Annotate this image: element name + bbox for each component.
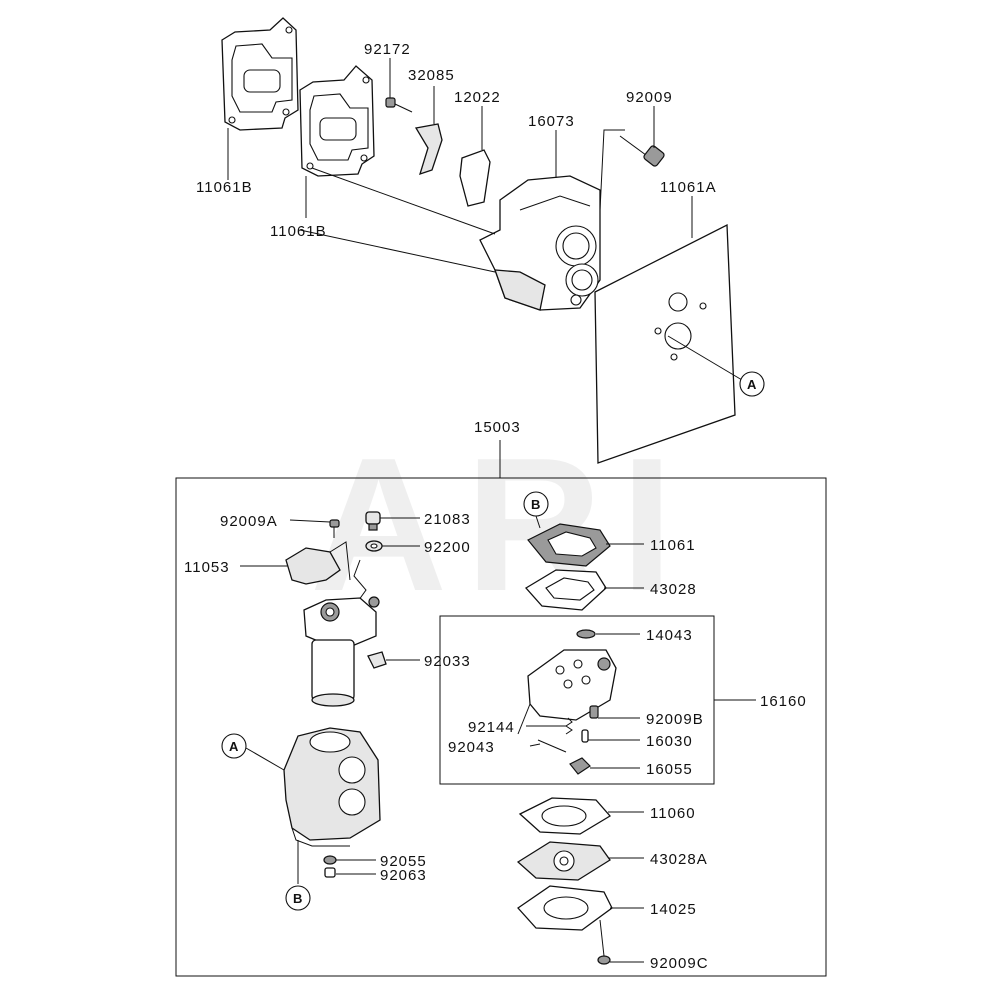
spring-link	[353, 559, 367, 605]
diaphragm-cover-14043	[576, 629, 596, 639]
callout-b-bottom: B	[285, 885, 311, 911]
bracket-32085	[414, 123, 443, 176]
label-11061: 11061	[650, 537, 696, 554]
label-11060: 11060	[650, 805, 696, 822]
lever-11053	[285, 541, 351, 585]
throttle-body	[303, 596, 380, 707]
bolt-92009	[619, 135, 665, 167]
gasket-11061	[527, 523, 611, 567]
top-leaders	[227, 58, 743, 381]
label-11053: 11053	[184, 559, 230, 576]
screw-92009a	[329, 519, 340, 538]
plug-21083	[365, 511, 381, 531]
screw-92009b	[589, 705, 599, 719]
label-16055: 16055	[646, 761, 693, 778]
label-11061b-rear: 11061B	[196, 179, 253, 196]
callout-b-top: B	[523, 491, 549, 517]
gasket-11061b-front	[299, 65, 375, 177]
nut-92063	[324, 867, 336, 878]
label-11061b-front: 11061B	[270, 223, 327, 240]
label-92009a: 92009A	[220, 513, 278, 530]
svg-text:A: A	[229, 739, 239, 754]
label-14025: 14025	[650, 901, 697, 918]
plate-12022	[459, 149, 491, 207]
carburetor-body	[283, 727, 381, 847]
svg-text:A: A	[747, 377, 757, 392]
holder-16073	[479, 175, 601, 311]
label-32085: 32085	[408, 67, 455, 84]
gasket-43028	[524, 569, 607, 611]
pump-body	[517, 649, 617, 735]
diaphragm-43028a	[516, 841, 611, 881]
label-16073: 16073	[528, 113, 575, 130]
screw-92009c	[597, 919, 611, 965]
label-15003: 15003	[474, 419, 521, 436]
label-92033: 92033	[424, 653, 471, 670]
b-top-leader	[535, 515, 541, 529]
label-92043: 92043	[448, 739, 495, 756]
label-92172: 92172	[364, 41, 411, 58]
label-43028a: 43028A	[650, 851, 708, 868]
gasket-11060	[518, 797, 612, 835]
label-92009: 92009	[626, 89, 673, 106]
label-92055: 92055	[380, 853, 427, 870]
assembly-frame-15003	[175, 477, 827, 977]
left-leaders	[240, 517, 420, 884]
clip-92033	[367, 651, 387, 669]
label-16030: 16030	[646, 733, 693, 750]
needle-16030	[581, 729, 589, 743]
svg-text:B: B	[293, 891, 302, 906]
cover-14025	[517, 885, 613, 931]
spring-92144	[565, 717, 573, 735]
label-92144: 92144	[468, 719, 515, 736]
gasket-11061b-rear	[221, 17, 299, 131]
label-16160: 16160	[760, 693, 807, 710]
label-92063: 92063	[380, 867, 427, 884]
label-21083: 21083	[424, 511, 471, 528]
label-11061a: 11061A	[660, 179, 717, 196]
label-92200: 92200	[424, 539, 471, 556]
washer-92200	[365, 540, 383, 552]
gasket-11061a	[594, 223, 736, 464]
label-12022: 12022	[454, 89, 501, 106]
label-14043: 14043	[646, 627, 693, 644]
label-92009c: 92009C	[650, 955, 709, 972]
right-leaders	[526, 543, 756, 963]
pin-92043	[537, 739, 567, 753]
seal-92055	[323, 855, 337, 865]
lever-16055	[569, 757, 591, 775]
label-43028: 43028	[650, 581, 697, 598]
label-92009b: 92009B	[646, 711, 704, 728]
svg-text:B: B	[531, 497, 540, 512]
screw-92172	[385, 97, 413, 113]
callout-a-bottom: A	[221, 733, 247, 759]
callout-a-top: A	[739, 371, 765, 397]
